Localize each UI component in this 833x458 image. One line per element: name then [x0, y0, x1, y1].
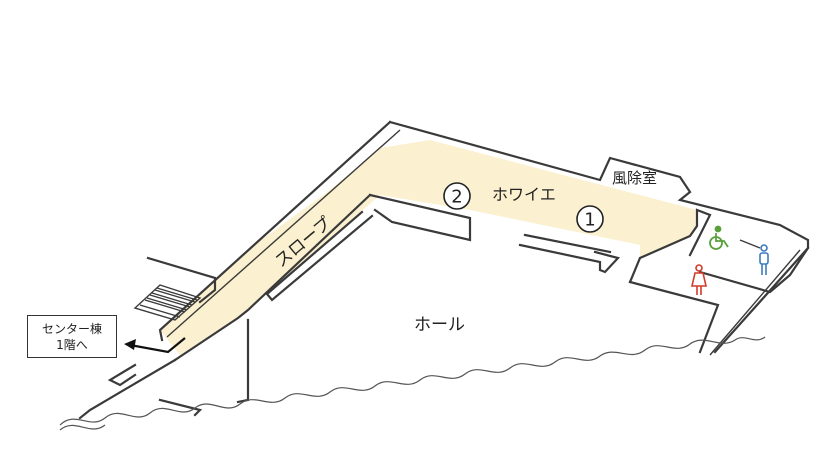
lower-left-wall-2: [107, 363, 137, 387]
windbreak-label: 風除室: [612, 169, 657, 187]
lower-wall-3: [78, 358, 177, 420]
outer-wall-top: [388, 120, 810, 354]
toilet-block-wall: [628, 208, 712, 284]
accessible-toilet-icon: [709, 225, 729, 250]
foyer-inner-wall-a: [518, 243, 621, 274]
toilet-divider: [739, 239, 761, 249]
svg-text:1: 1: [584, 210, 595, 231]
cut-line-lower: [59, 336, 766, 426]
outer-wall-right-inner: [709, 249, 801, 356]
stairs: [133, 284, 202, 321]
first-floor-label: 1階へ: [56, 337, 88, 352]
toilet-wall-2: [698, 246, 810, 294]
toilet-wall-3: [628, 280, 720, 354]
slope-rail: [265, 210, 374, 302]
hall-label: ホール: [414, 315, 465, 335]
womens-toilet-icon: [690, 264, 708, 295]
marker-1[interactable]: 1: [576, 205, 604, 233]
direction-arrowhead: [124, 339, 136, 350]
foyer-label: ホワイエ: [492, 185, 556, 204]
lower-left-wall: [146, 256, 217, 304]
foyer-inner-wall-b: [523, 233, 612, 254]
foyer-hall-wall: [368, 193, 472, 242]
slope-inner-wall: [173, 193, 372, 362]
outer-wall-left: [158, 120, 392, 342]
cut-line-lower-2: [59, 424, 106, 431]
lower-wall-5: [158, 398, 203, 417]
svg-text:2: 2: [451, 187, 462, 208]
corridor-highlight: [160, 140, 697, 355]
outer-wall-left-inner: [166, 129, 401, 338]
mens-toilet-icon: [759, 244, 769, 275]
lower-wall-4: [236, 318, 250, 404]
center-building-sign[interactable]: センター棟 1階へ: [27, 315, 117, 358]
direction-arrow: [129, 337, 186, 354]
center-building-label: センター棟: [41, 321, 102, 336]
marker-2[interactable]: 2: [443, 182, 471, 210]
